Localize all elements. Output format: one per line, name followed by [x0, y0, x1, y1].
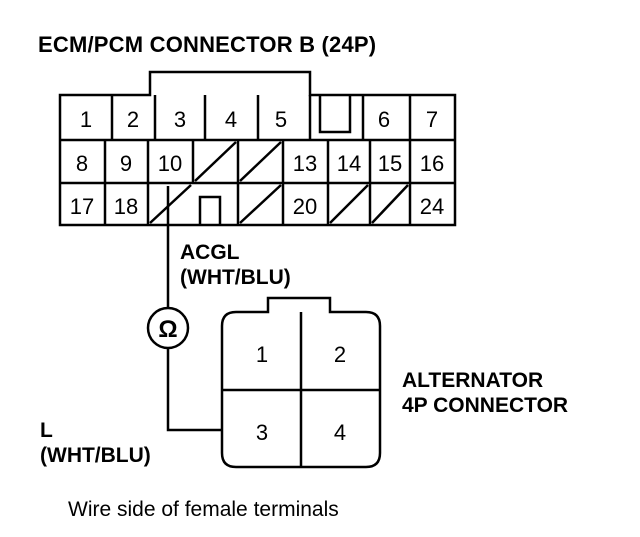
l-color: (WHT/BLU) — [40, 444, 151, 467]
ecm-terminal-5: 5 — [275, 107, 287, 132]
ecm-bottom-tab — [198, 195, 222, 225]
alt-terminal-1: 1 — [256, 342, 268, 367]
ecm-terminal-7: 7 — [426, 107, 438, 132]
ecm-terminal-4: 4 — [225, 107, 237, 132]
ecm-terminal-10: 10 — [158, 151, 182, 176]
ecm-terminal-17: 17 — [70, 194, 94, 219]
ecm-terminal-6: 6 — [378, 107, 390, 132]
ecm-terminal-15: 15 — [378, 151, 402, 176]
alternator-label-line1: ALTERNATOR — [402, 369, 544, 392]
ecm-terminal-16: 16 — [420, 151, 444, 176]
ecm-terminal-20: 20 — [293, 194, 317, 219]
ecm-notch — [318, 95, 352, 134]
ohm-symbol: Ω — [158, 316, 177, 343]
ecm-terminal-8: 8 — [76, 151, 88, 176]
ecm-terminal-18: 18 — [114, 194, 138, 219]
ecm-terminal-14: 14 — [337, 151, 361, 176]
l-label: L (WHT/BLU) — [40, 418, 151, 468]
alternator-label-line2: 4P CONNECTOR — [402, 394, 569, 417]
acgl-name: ACGL — [180, 241, 240, 264]
l-name: L — [40, 419, 53, 442]
acgl-label: ACGL (WHT/BLU) — [180, 240, 291, 290]
ecm-terminal-13: 13 — [293, 151, 317, 176]
diagram-title: ECM/PCM CONNECTOR B (24P) — [38, 32, 377, 57]
ecm-terminal-9: 9 — [120, 151, 132, 176]
ecm-terminal-1: 1 — [80, 107, 92, 132]
ecm-terminal-3: 3 — [174, 107, 186, 132]
l-wire — [166, 348, 223, 432]
caption: Wire side of female terminals — [68, 498, 339, 521]
alternator-connector-outline — [220, 296, 382, 469]
alt-terminal-4: 4 — [334, 420, 346, 445]
ecm-terminal-24: 24 — [420, 194, 444, 219]
acgl-color: (WHT/BLU) — [180, 266, 291, 289]
ecm-terminal-2: 2 — [127, 107, 139, 132]
alt-terminal-3: 3 — [256, 420, 268, 445]
alternator-label: ALTERNATOR 4P CONNECTOR — [402, 368, 568, 418]
alt-terminal-2: 2 — [334, 342, 346, 367]
